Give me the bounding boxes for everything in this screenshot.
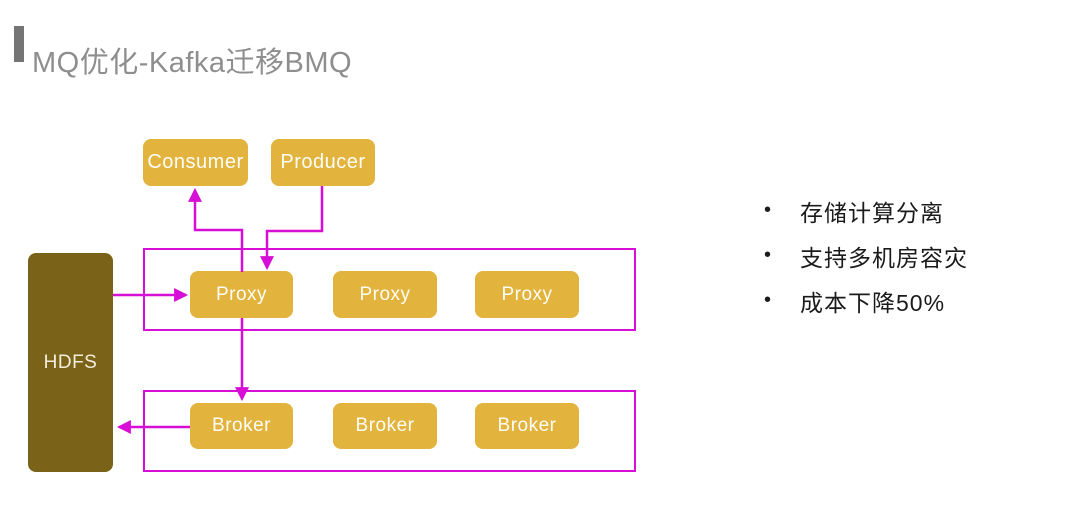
bullet-text-2: 支持多机房容灾 [800, 244, 968, 271]
bullet-dot-icon: • [764, 289, 773, 311]
broker-cluster-container [143, 390, 636, 472]
bullet-item-3: • 成本下降50% [764, 278, 968, 323]
title-accent-bar [14, 26, 24, 62]
broker-node-1: Broker [190, 403, 293, 449]
bullet-dot-icon: • [764, 199, 773, 221]
proxy-cluster-container [143, 248, 636, 331]
page-title: MQ优化-Kafka迁移BMQ [32, 47, 353, 80]
broker-node-3: Broker [475, 403, 579, 449]
bullet-text-1: 存储计算分离 [800, 199, 944, 226]
bullet-item-1: • 存储计算分离 [764, 188, 968, 233]
proxy-node-1: Proxy [190, 271, 293, 318]
proxy-node-2: Proxy [333, 271, 437, 318]
hdfs-node: HDFS [28, 253, 113, 472]
consumer-node: Consumer [143, 139, 248, 186]
proxy-node-3: Proxy [475, 271, 579, 318]
bullet-item-2: • 支持多机房容灾 [764, 233, 968, 278]
bullet-text-3: 成本下降50% [800, 289, 946, 316]
producer-node: Producer [271, 139, 375, 186]
feature-bullet-list: • 存储计算分离 • 支持多机房容灾 • 成本下降50% [764, 188, 968, 323]
bullet-dot-icon: • [764, 244, 773, 266]
broker-node-2: Broker [333, 403, 437, 449]
